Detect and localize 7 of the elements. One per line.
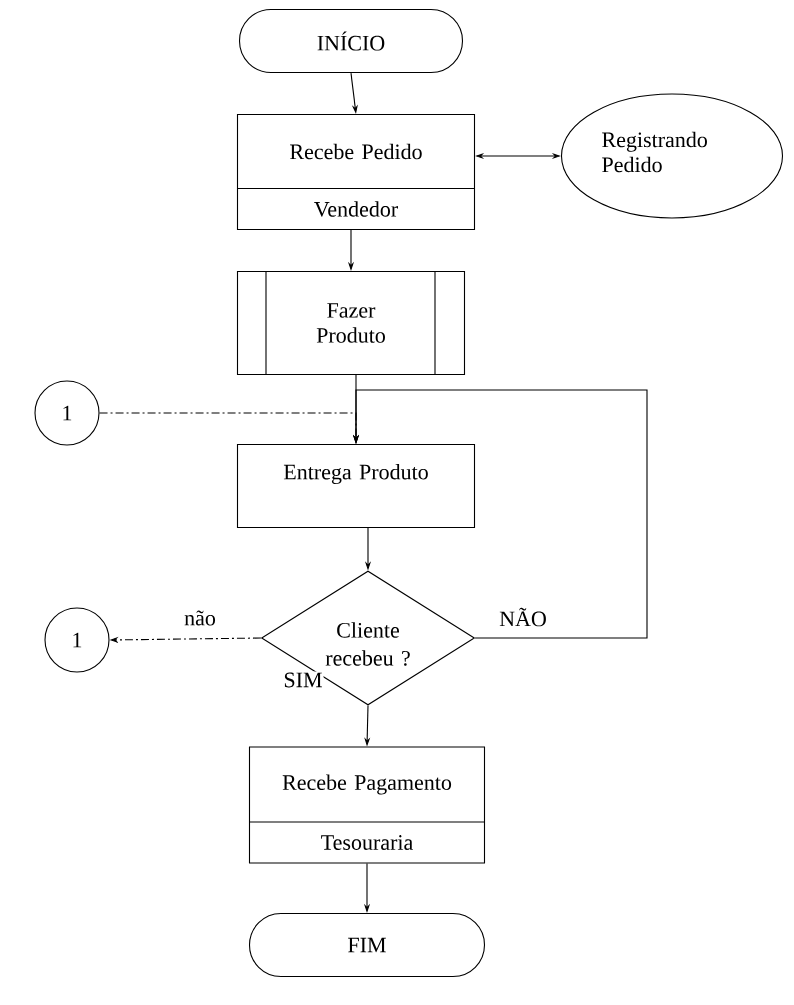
edge-label: não [183,609,217,627]
subprocess-box: Fazer Produto [236,270,466,376]
process-box: Recebe Pedido Vendedor [236,113,476,231]
edge-label: SIM [282,671,324,689]
process-box: Entrega Produto [236,443,476,529]
edge-label: NÃO [498,606,548,628]
process-box: Recebe Pagamento Tesouraria [248,746,486,864]
